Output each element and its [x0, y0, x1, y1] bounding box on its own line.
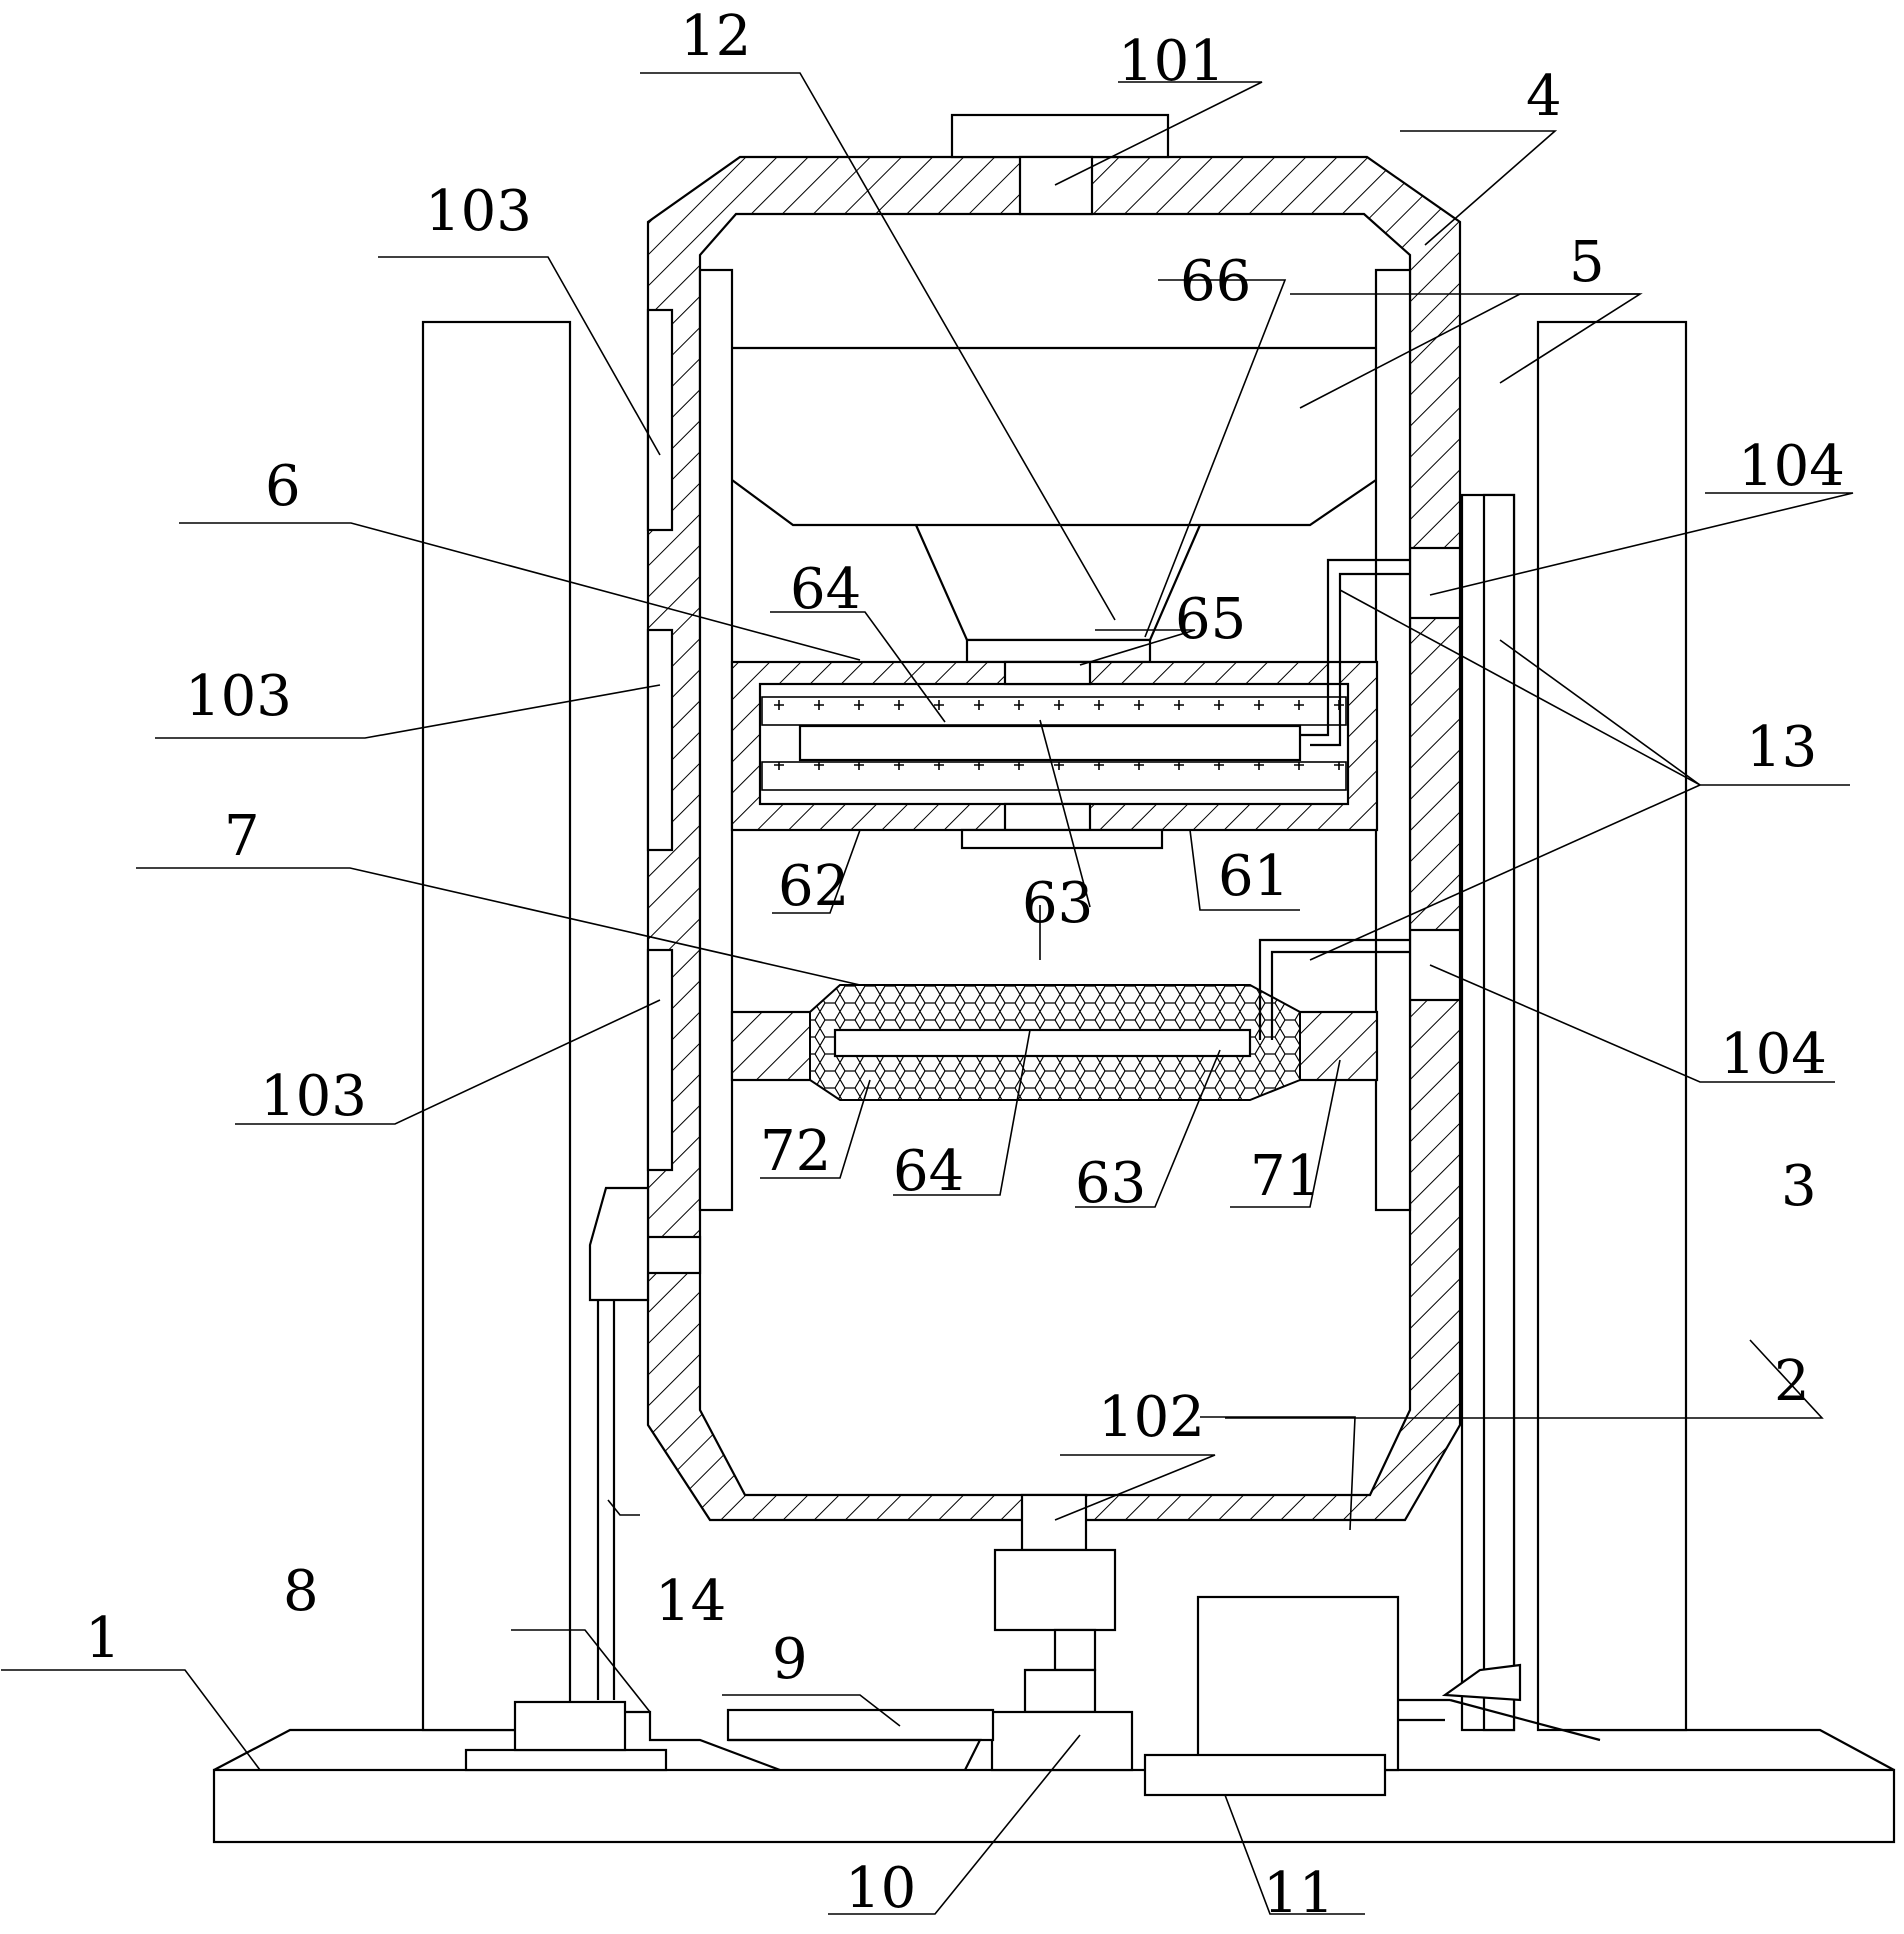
label-10: 10 [845, 1856, 916, 1921]
label-64-lower: 64 [893, 1139, 964, 1204]
left-post [421, 320, 572, 1732]
label-71: 71 [1250, 1144, 1321, 1209]
label-11: 11 [1263, 1861, 1334, 1926]
label-9: 9 [772, 1627, 808, 1692]
tank-shell [646, 113, 1462, 1552]
filter-box [730, 984, 1379, 1101]
leader-lines [1, 72, 1854, 1915]
label-1: 1 [85, 1606, 121, 1671]
label-6: 6 [265, 454, 301, 519]
label-4: 4 [1526, 64, 1562, 129]
label-103-bottom: 103 [260, 1064, 367, 1129]
motor-housing [1143, 1595, 1601, 1797]
label-2: 2 [1774, 1349, 1810, 1414]
pump [464, 1700, 781, 1772]
outlet-pipe [588, 1186, 650, 1700]
hopper [731, 346, 1377, 664]
pipes [1258, 558, 1410, 1040]
label-104-top: 104 [1738, 434, 1845, 499]
label-8: 8 [283, 1559, 319, 1624]
label-14: 14 [655, 1569, 726, 1634]
label-104-bottom: 104 [1720, 1022, 1827, 1087]
inner-rails [698, 268, 1412, 1212]
label-66: 66 [1180, 249, 1251, 314]
label-65: 65 [1175, 587, 1246, 652]
label-63-upper: 63 [1022, 871, 1093, 936]
drive-assembly [726, 1548, 1134, 1772]
label-5: 5 [1569, 230, 1605, 295]
label-3: 3 [1781, 1154, 1817, 1219]
label-72: 72 [760, 1119, 831, 1184]
label-101: 101 [1118, 29, 1225, 94]
electrode-box [730, 660, 1379, 850]
label-103-middle: 103 [185, 664, 292, 729]
right-post [1536, 320, 1688, 1732]
label-61: 61 [1218, 844, 1289, 909]
label-12: 12 [680, 4, 751, 69]
return-pipe [1460, 493, 1516, 1732]
reference-labels: 1 2 3 4 5 6 7 8 9 10 11 12 13 14 61 62 6… [85, 4, 1845, 1926]
label-103-top: 103 [425, 179, 532, 244]
label-63-lower: 63 [1075, 1151, 1146, 1216]
label-102: 102 [1098, 1385, 1205, 1450]
label-13: 13 [1746, 715, 1817, 780]
label-64-upper: 64 [790, 557, 861, 622]
label-7: 7 [224, 804, 260, 869]
label-62: 62 [778, 854, 849, 919]
